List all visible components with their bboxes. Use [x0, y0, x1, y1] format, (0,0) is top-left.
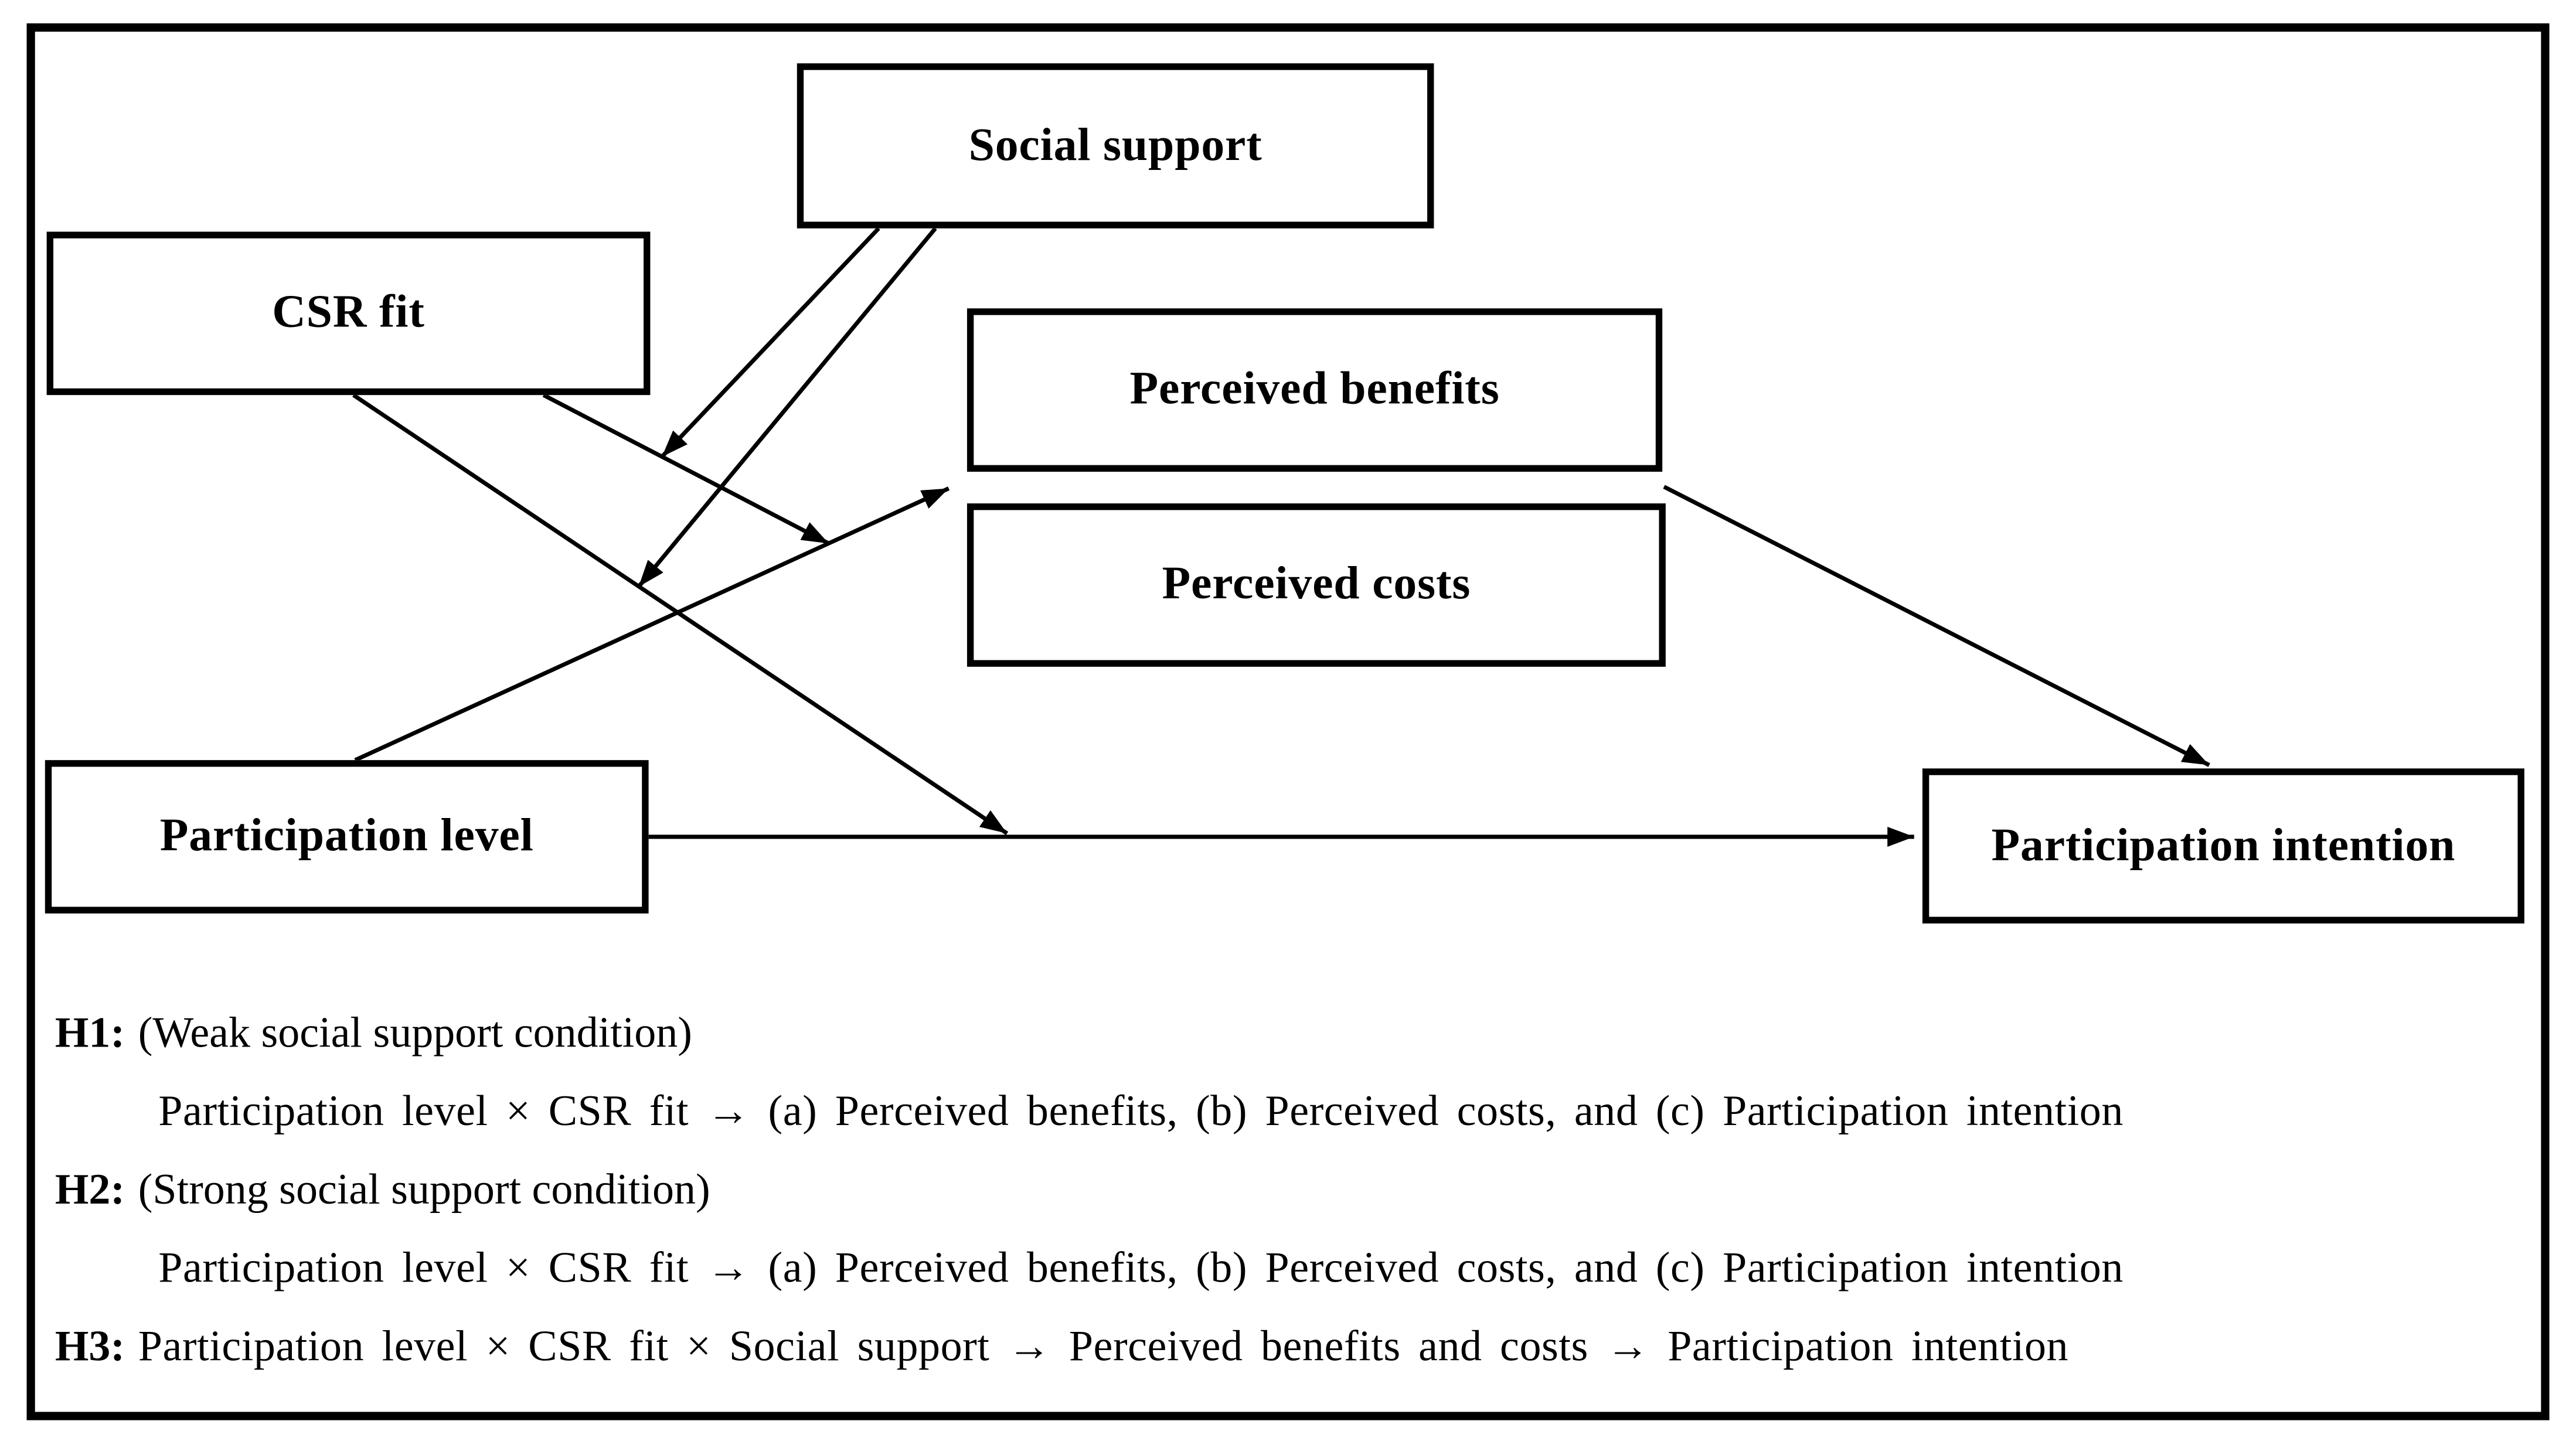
arrow-participation-level-to-perceived-benefits-costs: [354, 486, 950, 762]
hypothesis-h2-condition: (Strong social support condition): [138, 1165, 710, 1214]
hypothesis-h3-tag: H3:: [55, 1321, 125, 1371]
arrow-social-support-moderates-upper-csr-arrow: [660, 227, 880, 458]
box-label-perceived-benefits: Perceived benefits: [1129, 363, 1500, 415]
box-csr-fit: CSR fit: [46, 231, 651, 396]
arrow-csr-fit-moderates-direct-path: [352, 393, 1009, 836]
box-participation-level: Participation level: [45, 760, 649, 914]
box-label-participation-level: Participation level: [159, 810, 534, 863]
hypothesis-h2-header: H2: (Strong social support condition): [55, 1150, 2531, 1229]
box-perceived-benefits: Perceived benefits: [967, 308, 1663, 472]
hypothesis-h2-tag: H2:: [55, 1165, 125, 1214]
arrow-social-support-moderates-lower-csr-arrow: [637, 227, 937, 588]
box-label-social-support: Social support: [968, 119, 1263, 172]
box-label-participation-intention: Participation intention: [1991, 819, 2456, 871]
hypothesis-h1-condition: (Weak social support condition): [138, 1008, 692, 1057]
hypothesis-h1-header: H1: (Weak social support condition): [55, 993, 2531, 1072]
box-perceived-costs: Perceived costs: [967, 503, 1666, 667]
arrow-csr-fit-moderates-perceived-path: [542, 393, 830, 546]
hypothesis-h2-statement: Participation level × CSR fit → (a) Perc…: [158, 1243, 2124, 1292]
hypothesis-h3-line: H3: Participation level × CSR fit × Socia…: [55, 1307, 2531, 1385]
box-social-support: Social support: [797, 63, 1434, 229]
hypothesis-h3-statement: Participation level × CSR fit × Social s…: [138, 1321, 2069, 1371]
hypotheses-block: H1: (Weak social support condition) Parti…: [55, 993, 2531, 1385]
arrow-perceived-benefits-to-participation-intention: [1663, 485, 2210, 767]
box-participation-intention: Participation intention: [1922, 768, 2524, 923]
hypothesis-h1-tag: H1:: [55, 1008, 125, 1057]
box-label-csr-fit: CSR fit: [272, 287, 425, 339]
box-label-perceived-costs: Perceived costs: [1162, 558, 1471, 611]
hypothesis-h1-statement: Participation level × CSR fit → (a) Perc…: [158, 1086, 2124, 1136]
